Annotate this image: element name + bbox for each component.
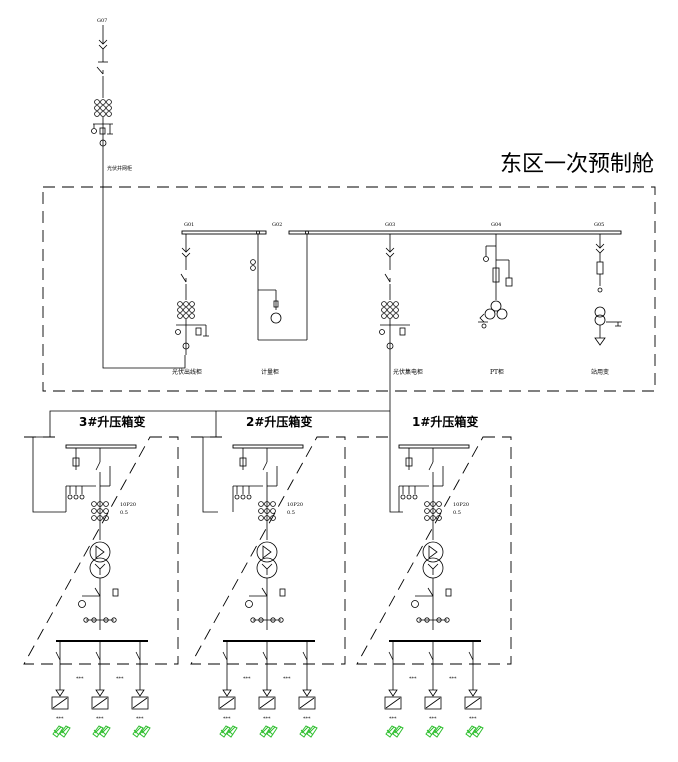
pv-array-icon [219, 725, 231, 738]
cable-label: *** [409, 676, 417, 682]
step-up-transformer-icon [262, 545, 272, 559]
pv-array-icon [465, 725, 477, 738]
lv-busbar [389, 640, 481, 642]
pv-array-icon [306, 725, 318, 738]
inverter-label: *** [429, 716, 437, 722]
inverter-label: *** [96, 716, 104, 722]
cabinet-id-g04: G04 [491, 222, 501, 228]
ct-rating-label: 10P20 [287, 502, 303, 508]
step-up-transformer-icon [428, 545, 438, 559]
pv-array-icon [472, 725, 484, 738]
inverter-icon [258, 696, 276, 710]
lv-busbar [56, 640, 148, 642]
cabinet-id-g03: G03 [385, 222, 395, 228]
surge-arrester-icon [91, 128, 97, 134]
inverter-label: *** [469, 716, 477, 722]
pv-array-icon [299, 725, 311, 738]
pv-array-icon [425, 725, 437, 738]
pv-array-icon [266, 725, 278, 738]
inverter-icon [384, 696, 402, 710]
pv-array-icon [226, 725, 238, 738]
meter-transformer-icon [270, 312, 282, 324]
pv-array-icon [259, 725, 271, 738]
box-transformer-label: 2#升压箱变 [246, 414, 312, 429]
cabinet-label-g07: 光伏并网柜 [107, 165, 132, 172]
hv-busbar [65, 444, 137, 449]
feeder-line [102, 148, 186, 369]
cabinet-id-g02: G02 [272, 222, 282, 228]
cabinet-id-g05: G05 [594, 222, 604, 228]
cabinet-g04-pt [478, 234, 513, 329]
pt-transformer-icon [490, 300, 502, 312]
inverter-label: *** [303, 716, 311, 722]
breaker-icon [96, 66, 104, 75]
cabinet-label-g01: 光伏出线柜 [172, 368, 202, 376]
cabinet-g05-station-transformer [594, 234, 622, 346]
pv-array-icon [92, 725, 104, 738]
pv-array-icon [132, 725, 144, 738]
box-transformer-boundary [23, 436, 179, 665]
box-transformer-unit: 3#升压箱变 10P20 0.5 *** *** *** *** *** [23, 414, 179, 738]
pv-array-icon [392, 725, 404, 738]
current-transformer-group-icon [94, 99, 112, 117]
ct-rating-label: 10P20 [453, 502, 469, 508]
busbar-section-1 [181, 230, 267, 235]
busbar-section-2 [288, 230, 622, 235]
ct-class-label: 0.5 [453, 510, 461, 516]
step-up-transformer-icon [95, 545, 105, 559]
prefab-cabin-boundary [42, 186, 656, 392]
lv-busbar [223, 640, 315, 642]
cabinet-label-g03: 光伏集电柜 [393, 368, 423, 376]
cable-label: *** [116, 676, 124, 682]
cable-label: *** [449, 676, 457, 682]
cabinet-label-g04: PT柜 [490, 368, 504, 376]
cabinet-g01-outgoing [175, 234, 209, 355]
pv-array-icon [59, 725, 71, 738]
hv-busbar [398, 444, 470, 449]
cabinet-g03-collector [379, 234, 410, 411]
inverter-icon [424, 696, 442, 710]
pv-array-icon [52, 725, 64, 738]
pv-array-icon [139, 725, 151, 738]
box-transformer-boundary [190, 436, 346, 665]
ct-rating-label: 10P20 [120, 502, 136, 508]
ct-class-label: 0.5 [287, 510, 295, 516]
inverter-label: *** [389, 716, 397, 722]
box-transformer-label: 3#升压箱变 [79, 414, 145, 429]
hv-busbar [232, 444, 304, 449]
inverter-label: *** [56, 716, 64, 722]
cabinet-label-g02: 计量柜 [261, 368, 279, 376]
station-transformer-icon [594, 306, 606, 318]
box-transformer-boundary [356, 436, 512, 665]
pv-array-icon [432, 725, 444, 738]
grid-connection-cabinet: G07 光伏并网柜 [91, 18, 132, 172]
inverter-icon [218, 696, 236, 710]
cable-label: *** [283, 676, 291, 682]
collector-feeder-chain [202, 410, 390, 513]
inverter-icon [131, 696, 149, 710]
inverter-icon [91, 696, 109, 710]
inverter-label: *** [223, 716, 231, 722]
inverter-label: *** [136, 716, 144, 722]
diagram-title: 东区一次预制舱 [500, 152, 654, 177]
cabinet-g02-metering [250, 234, 308, 341]
cabinet-label-g05: 站用变 [591, 368, 609, 376]
box-transformer-unit: 1#升压箱变 10P20 0.5 *** *** *** *** *** [356, 414, 512, 738]
ct-class-label: 0.5 [120, 510, 128, 516]
cabinet-id-g07: G07 [97, 18, 107, 24]
box-transformer-unit: 2#升压箱变 10P20 0.5 *** *** *** *** *** [190, 414, 346, 738]
inverter-icon [51, 696, 69, 710]
inverter-icon [298, 696, 316, 710]
cable-label: *** [243, 676, 251, 682]
inverter-icon [464, 696, 482, 710]
box-transformer-label: 1#升压箱变 [412, 414, 478, 429]
pv-array-icon [99, 725, 111, 738]
pv-array-icon [385, 725, 397, 738]
cable-label: *** [76, 676, 84, 682]
inverter-label: *** [263, 716, 271, 722]
cabinet-id-g01: G01 [184, 222, 194, 228]
